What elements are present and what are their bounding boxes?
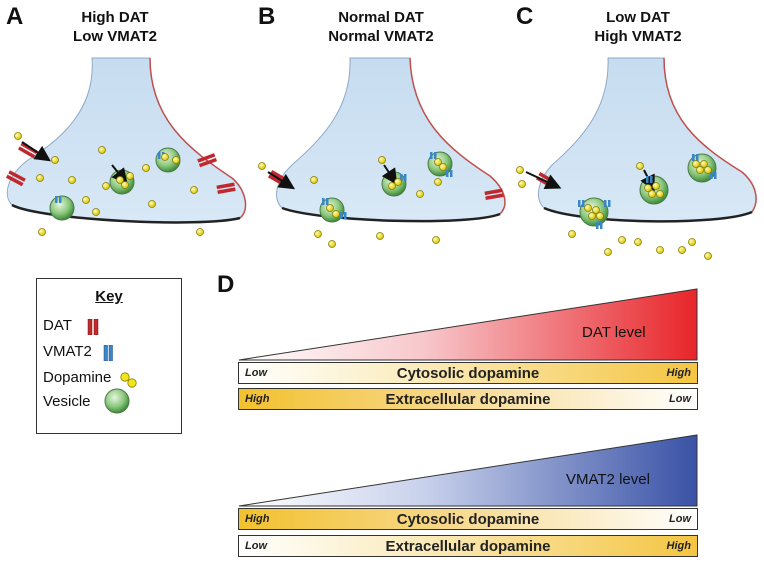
vmat2-icon [55, 196, 62, 203]
vmat2-icon [604, 200, 611, 207]
key-label-dat: DAT [43, 317, 72, 334]
terminal-c [516, 57, 757, 260]
vmat2-icon [103, 345, 113, 361]
key-title: Key [95, 288, 123, 305]
dat-icon [484, 188, 504, 200]
vmat2-extracellular-bar: Low Extracellular dopamine High [238, 535, 698, 557]
key-label-vesicle: Vesicle [43, 393, 91, 410]
dopamine-icon [120, 372, 137, 388]
bar-center-label: Extracellular dopamine [385, 537, 551, 555]
panel-letter-d: D [217, 271, 235, 298]
bar-left-label: Low [245, 540, 267, 552]
bar-right-label: Low [669, 513, 691, 525]
vmat2-icon [646, 176, 653, 183]
key-box: Key DAT VMAT2 Dopamine Vesicle [36, 278, 182, 434]
vmat2-icon [578, 200, 585, 207]
bar-right-label: Low [669, 393, 691, 405]
vesicle-icon [104, 388, 130, 414]
terminal-b [258, 57, 506, 248]
vmat2-icon [710, 172, 717, 179]
panel-b-title: Normal DAT Normal VMAT2 [316, 8, 446, 46]
panel-b-title-line2: Normal VMAT2 [328, 28, 434, 45]
vmat2-icon [692, 154, 699, 161]
dat-extracellular-bar: High Extracellular dopamine Low [238, 388, 698, 410]
bar-left-label: High [245, 513, 270, 525]
vmat2-cytosolic-bar: High Cytosolic dopamine Low [238, 508, 698, 530]
dat-icon [216, 182, 236, 194]
panel-letter-c: C [516, 3, 534, 30]
terminal-a [5, 57, 247, 236]
dat-level-label: DAT level [582, 324, 646, 341]
vmat2-icon [446, 170, 453, 177]
vmat2-level-triangle [238, 434, 698, 507]
bar-right-label: High [666, 540, 691, 552]
panel-c-title-line1: Low DAT [606, 9, 670, 26]
bar-center-label: Cytosolic dopamine [396, 510, 540, 528]
vesicle-icon [639, 175, 669, 205]
dat-cytosolic-bar: Low Cytosolic dopamine High [238, 362, 698, 384]
panel-letter-b: B [258, 3, 276, 30]
vmat2-icon [340, 212, 347, 219]
bar-left-label: High [245, 393, 270, 405]
bar-center-label: Extracellular dopamine [385, 390, 551, 408]
vmat2-icon [322, 198, 329, 205]
vmat2-icon [400, 174, 407, 181]
panel-b-title-line1: Normal DAT [338, 9, 424, 26]
bar-center-label: Cytosolic dopamine [396, 364, 540, 382]
panel-a-title-line2: Low VMAT2 [73, 28, 157, 45]
vmat2-icon [430, 152, 437, 159]
dopamine-molecules [14, 132, 204, 236]
dat-icon [197, 153, 217, 168]
vesicle-icon [49, 195, 75, 221]
panel-letter-a: A [6, 3, 24, 30]
panel-a-title: High DAT Low VMAT2 [60, 8, 170, 46]
bar-left-label: Low [245, 367, 267, 379]
key-label-dopamine: Dopamine [43, 369, 112, 386]
panel-c-title: Low DAT High VMAT2 [578, 8, 698, 46]
vmat2-icon [596, 222, 603, 229]
vmat2-level-label: VMAT2 level [566, 471, 650, 488]
dat-icon [5, 170, 26, 187]
dat-level-triangle [238, 288, 698, 361]
panel-a-title-line1: High DAT [81, 9, 149, 26]
synapse-illustrations [5, 57, 757, 260]
panel-c-title-line2: High VMAT2 [594, 28, 682, 45]
key-label-vmat2: VMAT2 [43, 343, 92, 360]
dopamine-molecules [258, 156, 447, 248]
bar-right-label: High [666, 367, 691, 379]
dat-icon [87, 319, 99, 335]
dopamine-molecules [516, 160, 712, 260]
